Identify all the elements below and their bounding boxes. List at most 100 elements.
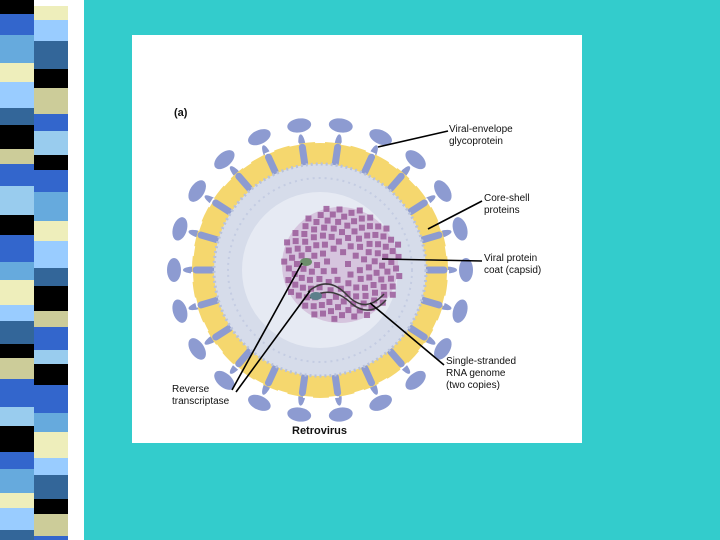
- capsid-subunit: [285, 265, 292, 272]
- capsid-subunit: [358, 224, 365, 231]
- capsid-subunit: [334, 276, 341, 283]
- glycoprotein-anchor: [264, 364, 279, 387]
- stripe: [34, 327, 68, 350]
- glycoprotein-anchor: [331, 373, 342, 397]
- glycoprotein-anchor: [387, 172, 405, 192]
- capsid-subunit: [302, 302, 309, 309]
- capsid-subunit: [389, 291, 396, 298]
- capsid-subunit: [380, 283, 387, 290]
- capsid-subunit: [380, 233, 387, 240]
- stripe-pattern: [0, 0, 72, 540]
- capsid-subunit: [345, 234, 352, 241]
- capsid-subunit: [336, 206, 343, 213]
- stripe: [0, 508, 34, 530]
- capsid-subunit: [348, 209, 355, 216]
- capsid-subunit: [356, 307, 363, 314]
- capsid-subunit: [313, 242, 320, 249]
- capsid-subunit: [371, 297, 378, 304]
- capsid-subunit: [340, 298, 347, 305]
- capsid-subunit: [361, 284, 368, 291]
- capsid-subunit: [323, 205, 330, 212]
- capsid-subunit: [347, 243, 354, 250]
- reverse-transcriptase-molecule: [300, 258, 312, 266]
- glycoprotein-spike: [328, 118, 353, 133]
- decorative-stripe-bar: [0, 0, 84, 540]
- capsid-subunit: [303, 294, 310, 301]
- capsid-subunit: [345, 280, 352, 287]
- glycoprotein-spike: [214, 370, 235, 390]
- stripe: [0, 186, 34, 215]
- glycoprotein-anchor: [420, 231, 443, 244]
- stripe: [34, 268, 68, 286]
- capsid-subunit: [285, 247, 292, 254]
- capsid-subunit: [318, 302, 325, 309]
- capsid-subunit: [364, 312, 371, 319]
- rna-strand: [307, 283, 385, 306]
- core-shell-texture: [227, 177, 413, 363]
- capsid-subunit: [310, 234, 317, 241]
- capsid-subunit: [289, 254, 296, 261]
- stripe: [0, 125, 34, 149]
- capsid-subunit: [382, 253, 389, 260]
- core-shell-texture: [212, 162, 428, 378]
- stripe: [0, 0, 34, 14]
- capsid-subunit: [292, 281, 299, 288]
- glycoprotein-anchor: [331, 143, 342, 167]
- capsid-subunit: [366, 223, 373, 230]
- capsid-subunit: [292, 230, 299, 237]
- capsid-subunit: [325, 279, 332, 286]
- capsid-subunit: [300, 265, 307, 272]
- capsid-subunit: [319, 232, 326, 239]
- capsid-subunit: [285, 277, 292, 284]
- glycoprotein-spike: [434, 180, 452, 202]
- stripe: [34, 69, 68, 88]
- capsid-subunit: [335, 218, 342, 225]
- glycoprotein-anchor: [407, 324, 428, 341]
- stripe: [0, 321, 34, 344]
- capsid-subunit: [320, 310, 327, 317]
- stripe: [0, 493, 34, 508]
- capsid-subunit: [360, 300, 367, 307]
- leader-line-reverse-transcriptase: [235, 290, 311, 393]
- capsid-subunit: [366, 240, 373, 247]
- capsid-subunit: [389, 248, 396, 255]
- capsid-subunit: [316, 276, 323, 283]
- capsid-subunit: [351, 218, 358, 225]
- figure-caption: Retrovirus: [292, 425, 348, 437]
- stripe: [34, 241, 68, 268]
- envelope-segments: [191, 141, 449, 399]
- capsid-subunit: [352, 252, 359, 259]
- stripe: [34, 475, 68, 499]
- capsid-subunit: [388, 258, 395, 265]
- capsid-subunit: [305, 215, 312, 222]
- stripe: [0, 407, 34, 426]
- stripe: [0, 426, 34, 452]
- panel-label: (a): [174, 107, 188, 119]
- capsid-subunit: [357, 275, 364, 282]
- capsid-subunit: [364, 232, 371, 239]
- capsid-subunit: [305, 246, 312, 253]
- capsid-subunit: [314, 262, 321, 269]
- capsid-subunit: [313, 218, 320, 225]
- glycoprotein-spike: [287, 118, 312, 133]
- glycoprotein-spike: [452, 217, 468, 241]
- stripe: [34, 458, 68, 475]
- leader-lines: [231, 130, 483, 393]
- stripe: [34, 432, 68, 458]
- figure-panel: (a) Viral-envelope glycoprotein Core-she…: [132, 35, 582, 443]
- glycoprotein-anchor: [212, 199, 233, 216]
- glycoprotein-spike: [369, 129, 392, 146]
- capsid-subunit: [356, 207, 363, 214]
- capsid-subunit: [299, 284, 306, 291]
- stripe: [34, 20, 68, 41]
- capsid-subunit: [327, 287, 334, 294]
- retrovirus-diagram: [167, 118, 483, 422]
- capsid-subunit: [311, 311, 318, 318]
- glycoprotein-anchor: [407, 199, 428, 216]
- capsid-subunit: [353, 284, 360, 291]
- stripe: [34, 286, 68, 311]
- glycoprotein-anchor: [420, 296, 443, 309]
- capsid-subunit: [355, 235, 362, 242]
- capsid-subunit: [292, 238, 299, 245]
- capsid-subunit: [288, 288, 295, 295]
